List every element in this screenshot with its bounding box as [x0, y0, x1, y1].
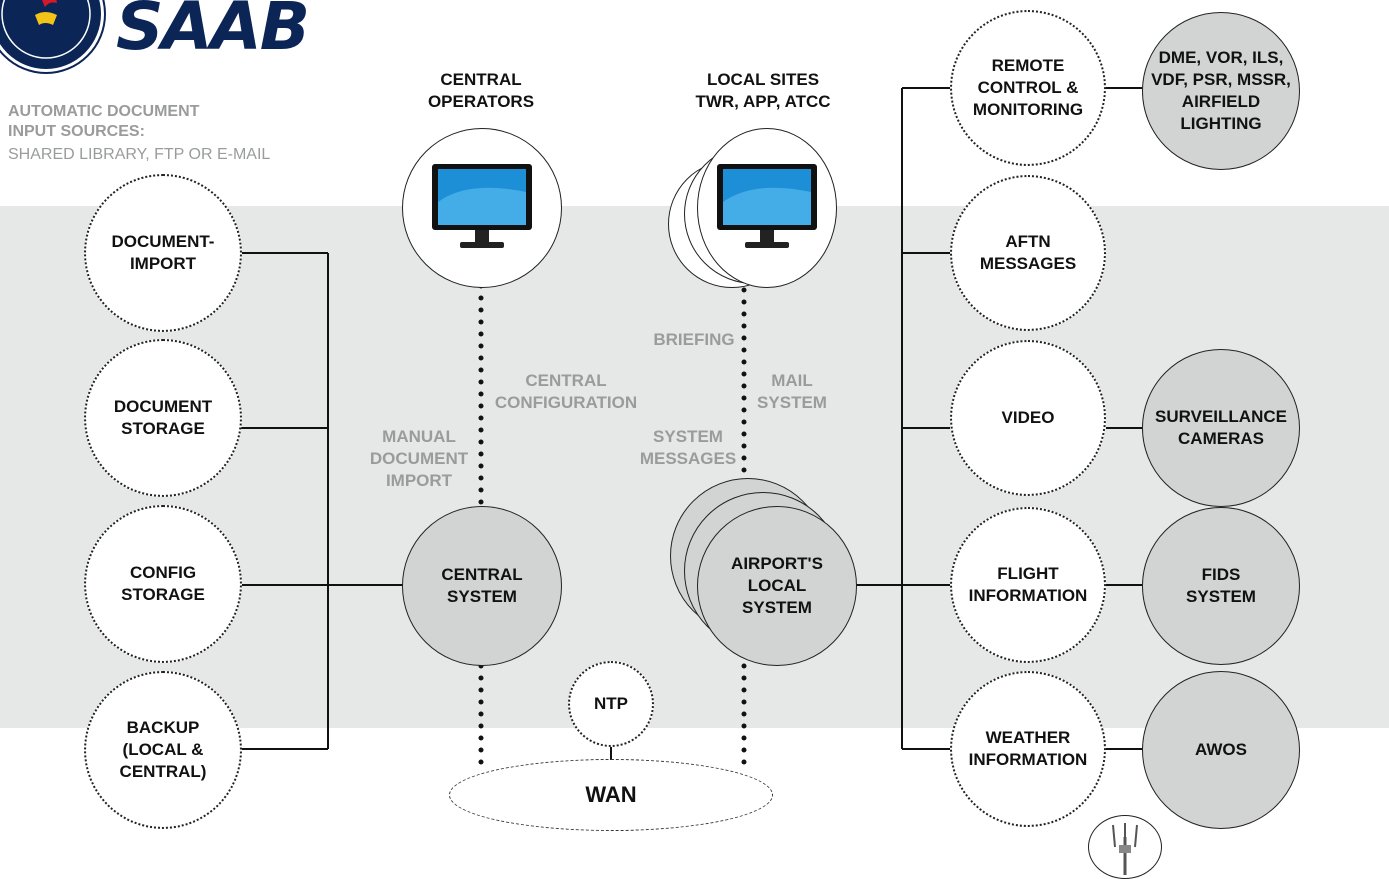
mail-system-label: MAIL SYSTEM: [757, 371, 827, 412]
airport-local-system-node[interactable]: AIRPORT'S LOCAL SYSTEM: [697, 506, 857, 666]
backup-label: BACKUP (LOCAL & CENTRAL): [119, 718, 207, 781]
local-sites-title: LOCAL SITES TWR, APP, ATCC: [695, 70, 831, 111]
flight-information-node[interactable]: FLIGHT INFORMATION: [950, 507, 1106, 663]
remote-control-node[interactable]: REMOTE CONTROL & MONITORING: [950, 10, 1106, 166]
left-bus: [241, 252, 403, 750]
central-configuration-label: CENTRAL CONFIGURATION: [494, 371, 638, 412]
wan-label: WAN: [585, 782, 637, 807]
monitor-icon: [717, 164, 817, 248]
surveillance-cameras-label: SURVEILLANCE CAMERAS: [1155, 407, 1287, 448]
manual-document-import-label: MANUAL DOCUMENT IMPORT: [369, 427, 469, 490]
system-messages-label: SYSTEM MESSAGES: [639, 427, 737, 468]
central-operators-node[interactable]: [402, 128, 562, 288]
local-sites-node[interactable]: [697, 128, 837, 288]
awos-label: AWOS: [1195, 740, 1247, 759]
remote-control-label: REMOTE CONTROL & MONITORING: [972, 56, 1084, 119]
dotted-links: [478, 283, 747, 769]
weather-information-node[interactable]: WEATHER INFORMATION: [950, 671, 1106, 827]
right-bus: [610, 87, 1142, 760]
video-label: VIDEO: [1001, 408, 1055, 427]
anemometer-icon: [1088, 815, 1162, 879]
input-sources-subtitle: SHARED LIBRARY, FTP OR E-MAIL: [8, 146, 271, 163]
aftn-messages-label: AFTN MESSAGES: [979, 232, 1077, 273]
config-storage-label: CONFIG STORAGE: [121, 563, 205, 604]
input-sources-title: AUTOMATIC DOCUMENT INPUT SOURCES:: [8, 103, 200, 140]
fids-system-label: FIDS SYSTEM: [1186, 565, 1256, 606]
config-storage-node[interactable]: CONFIG STORAGE: [84, 505, 242, 663]
briefing-label: BRIEFING: [653, 330, 735, 349]
backup-node[interactable]: BACKUP (LOCAL & CENTRAL): [84, 671, 242, 829]
navaids-node[interactable]: DME, VOR, ILS, VDF, PSR, MSSR, AIRFIELD …: [1142, 12, 1300, 170]
central-system-label: CENTRAL SYSTEM: [441, 565, 523, 606]
document-storage-label: DOCUMENT STORAGE: [113, 397, 213, 438]
ntp-node[interactable]: NTP: [568, 661, 654, 747]
document-import-node[interactable]: DOCUMENT- IMPORT: [84, 174, 242, 332]
monitor-icon: [432, 164, 532, 248]
wan-node[interactable]: WAN: [449, 759, 773, 831]
fids-system-node[interactable]: FIDS SYSTEM: [1142, 507, 1300, 665]
central-operators-title: CENTRAL OPERATORS: [427, 70, 535, 111]
airport-local-system-label: AIRPORT'S LOCAL SYSTEM: [731, 554, 823, 617]
weather-information-label: WEATHER INFORMATION: [968, 728, 1088, 769]
surveillance-cameras-node[interactable]: SURVEILLANCE CAMERAS: [1142, 349, 1300, 507]
awos-node[interactable]: AWOS: [1142, 671, 1300, 829]
video-node[interactable]: VIDEO: [950, 340, 1106, 496]
flight-information-label: FLIGHT INFORMATION: [968, 564, 1088, 605]
document-storage-node[interactable]: DOCUMENT STORAGE: [84, 339, 242, 497]
ntp-label: NTP: [594, 694, 628, 713]
central-system-node[interactable]: CENTRAL SYSTEM: [402, 506, 562, 666]
document-import-label: DOCUMENT- IMPORT: [111, 232, 215, 273]
saab-logo: SAAB: [116, 0, 310, 65]
navaids-label: DME, VOR, ILS, VDF, PSR, MSSR, AIRFIELD …: [1151, 48, 1291, 133]
saab-griffin-icon: [0, 0, 104, 72]
aftn-messages-node[interactable]: AFTN MESSAGES: [950, 175, 1106, 331]
